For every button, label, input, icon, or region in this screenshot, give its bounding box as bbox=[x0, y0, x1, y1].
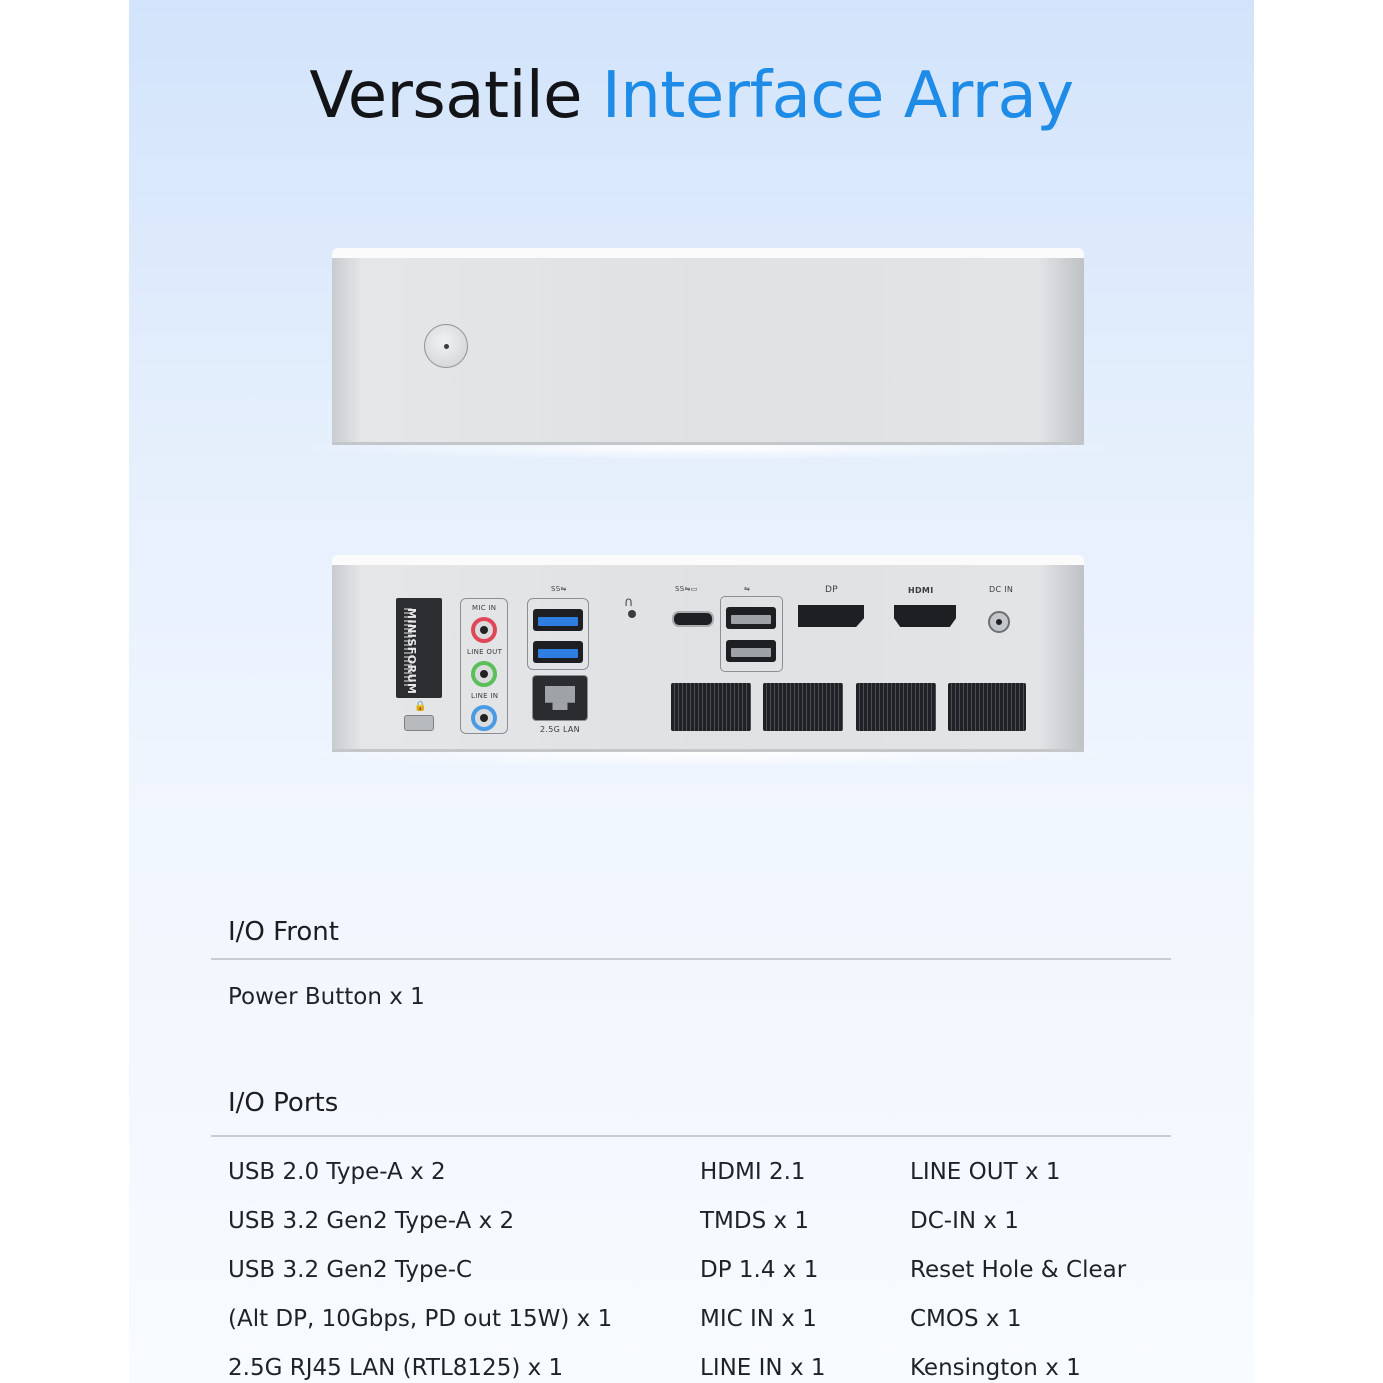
usb3-type-a-port bbox=[533, 609, 583, 631]
title-part-interface-array: Interface Array bbox=[601, 59, 1074, 133]
io-front-heading: I/O Front bbox=[228, 917, 339, 947]
page-title: Versatile Interface Array bbox=[129, 56, 1254, 136]
usbc-logo-label: SS⇋▭ bbox=[675, 585, 698, 593]
reset-hole bbox=[628, 610, 636, 618]
spec-item: LINE OUT x 1 bbox=[910, 1159, 1061, 1185]
section-divider bbox=[211, 1135, 1171, 1137]
spec-item: TMDS x 1 bbox=[700, 1208, 810, 1234]
air-vent bbox=[856, 683, 936, 731]
audio-jack-group: MIC IN LINE OUT LINE IN bbox=[460, 598, 508, 734]
spec-item: DC-IN x 1 bbox=[910, 1208, 1019, 1234]
spec-item: (Alt DP, 10Gbps, PD out 15W) x 1 bbox=[228, 1306, 613, 1332]
spec-item: USB 2.0 Type-A x 2 bbox=[228, 1159, 446, 1185]
line-in-label: LINE IN bbox=[471, 692, 499, 700]
spec-item: CMOS x 1 bbox=[910, 1306, 1022, 1332]
line-in-jack bbox=[471, 705, 497, 731]
air-vent bbox=[763, 683, 843, 731]
device-front-view bbox=[332, 248, 1084, 445]
usb2-port-group bbox=[720, 596, 783, 672]
spec-item: Reset Hole & Clear bbox=[910, 1257, 1127, 1283]
line-out-label: LINE OUT bbox=[467, 648, 503, 656]
displayport-port bbox=[798, 605, 864, 627]
usb3-type-a-port bbox=[533, 641, 583, 663]
mic-in-label: MIC IN bbox=[472, 604, 497, 612]
brand-plate: MINISFORUM bbox=[396, 598, 442, 698]
spec-item: USB 3.2 Gen2 Type-A x 2 bbox=[228, 1208, 515, 1234]
spec-item: HDMI 2.1 bbox=[700, 1159, 806, 1185]
spec-item: Kensington x 1 bbox=[910, 1355, 1081, 1381]
dc-in-label: DC IN bbox=[989, 585, 1014, 594]
usb2-type-a-port bbox=[726, 607, 776, 629]
device-rear-view: MINISFORUM 🔒 MIC IN LINE OUT LINE IN SS⇋… bbox=[332, 555, 1084, 752]
air-vent bbox=[671, 683, 751, 731]
spec-item: USB 3.2 Gen2 Type-C bbox=[228, 1257, 473, 1283]
lock-icon: 🔒 bbox=[414, 701, 427, 712]
hdmi-port bbox=[894, 605, 956, 627]
spec-item: MIC IN x 1 bbox=[700, 1306, 817, 1332]
spec-item: DP 1.4 x 1 bbox=[700, 1257, 819, 1283]
brand-label: MINISFORUM bbox=[405, 608, 418, 695]
io-ports-heading: I/O Ports bbox=[228, 1088, 339, 1118]
spec-item: LINE IN x 1 bbox=[700, 1355, 826, 1381]
mic-in-jack bbox=[471, 617, 497, 643]
usb3-port-group bbox=[527, 598, 589, 670]
usb2-type-a-port bbox=[726, 640, 776, 662]
spec-item: 2.5G RJ45 LAN (RTL8125) x 1 bbox=[228, 1355, 564, 1381]
rj45-lan-port bbox=[532, 675, 588, 721]
regulatory-text-lines bbox=[404, 608, 412, 688]
title-part-versatile: Versatile bbox=[309, 59, 582, 133]
spec-item: Power Button x 1 bbox=[228, 984, 425, 1010]
dc-in-port bbox=[988, 611, 1010, 633]
hdmi-logo-label: HDMI bbox=[908, 586, 934, 595]
usb3-logo-label: SS⇋ bbox=[551, 585, 567, 593]
headphone-icon: ∩ bbox=[624, 595, 634, 610]
dp-label: DP bbox=[825, 585, 838, 595]
power-button-icon bbox=[424, 324, 468, 368]
usb-type-c-port bbox=[672, 611, 714, 627]
line-out-jack bbox=[471, 661, 497, 687]
air-vent bbox=[948, 683, 1026, 731]
section-divider bbox=[211, 958, 1171, 960]
kensington-slot bbox=[404, 715, 434, 731]
usb2-logo-label: ⇋ bbox=[744, 585, 751, 593]
lan-label: 2.5G LAN bbox=[540, 725, 580, 734]
